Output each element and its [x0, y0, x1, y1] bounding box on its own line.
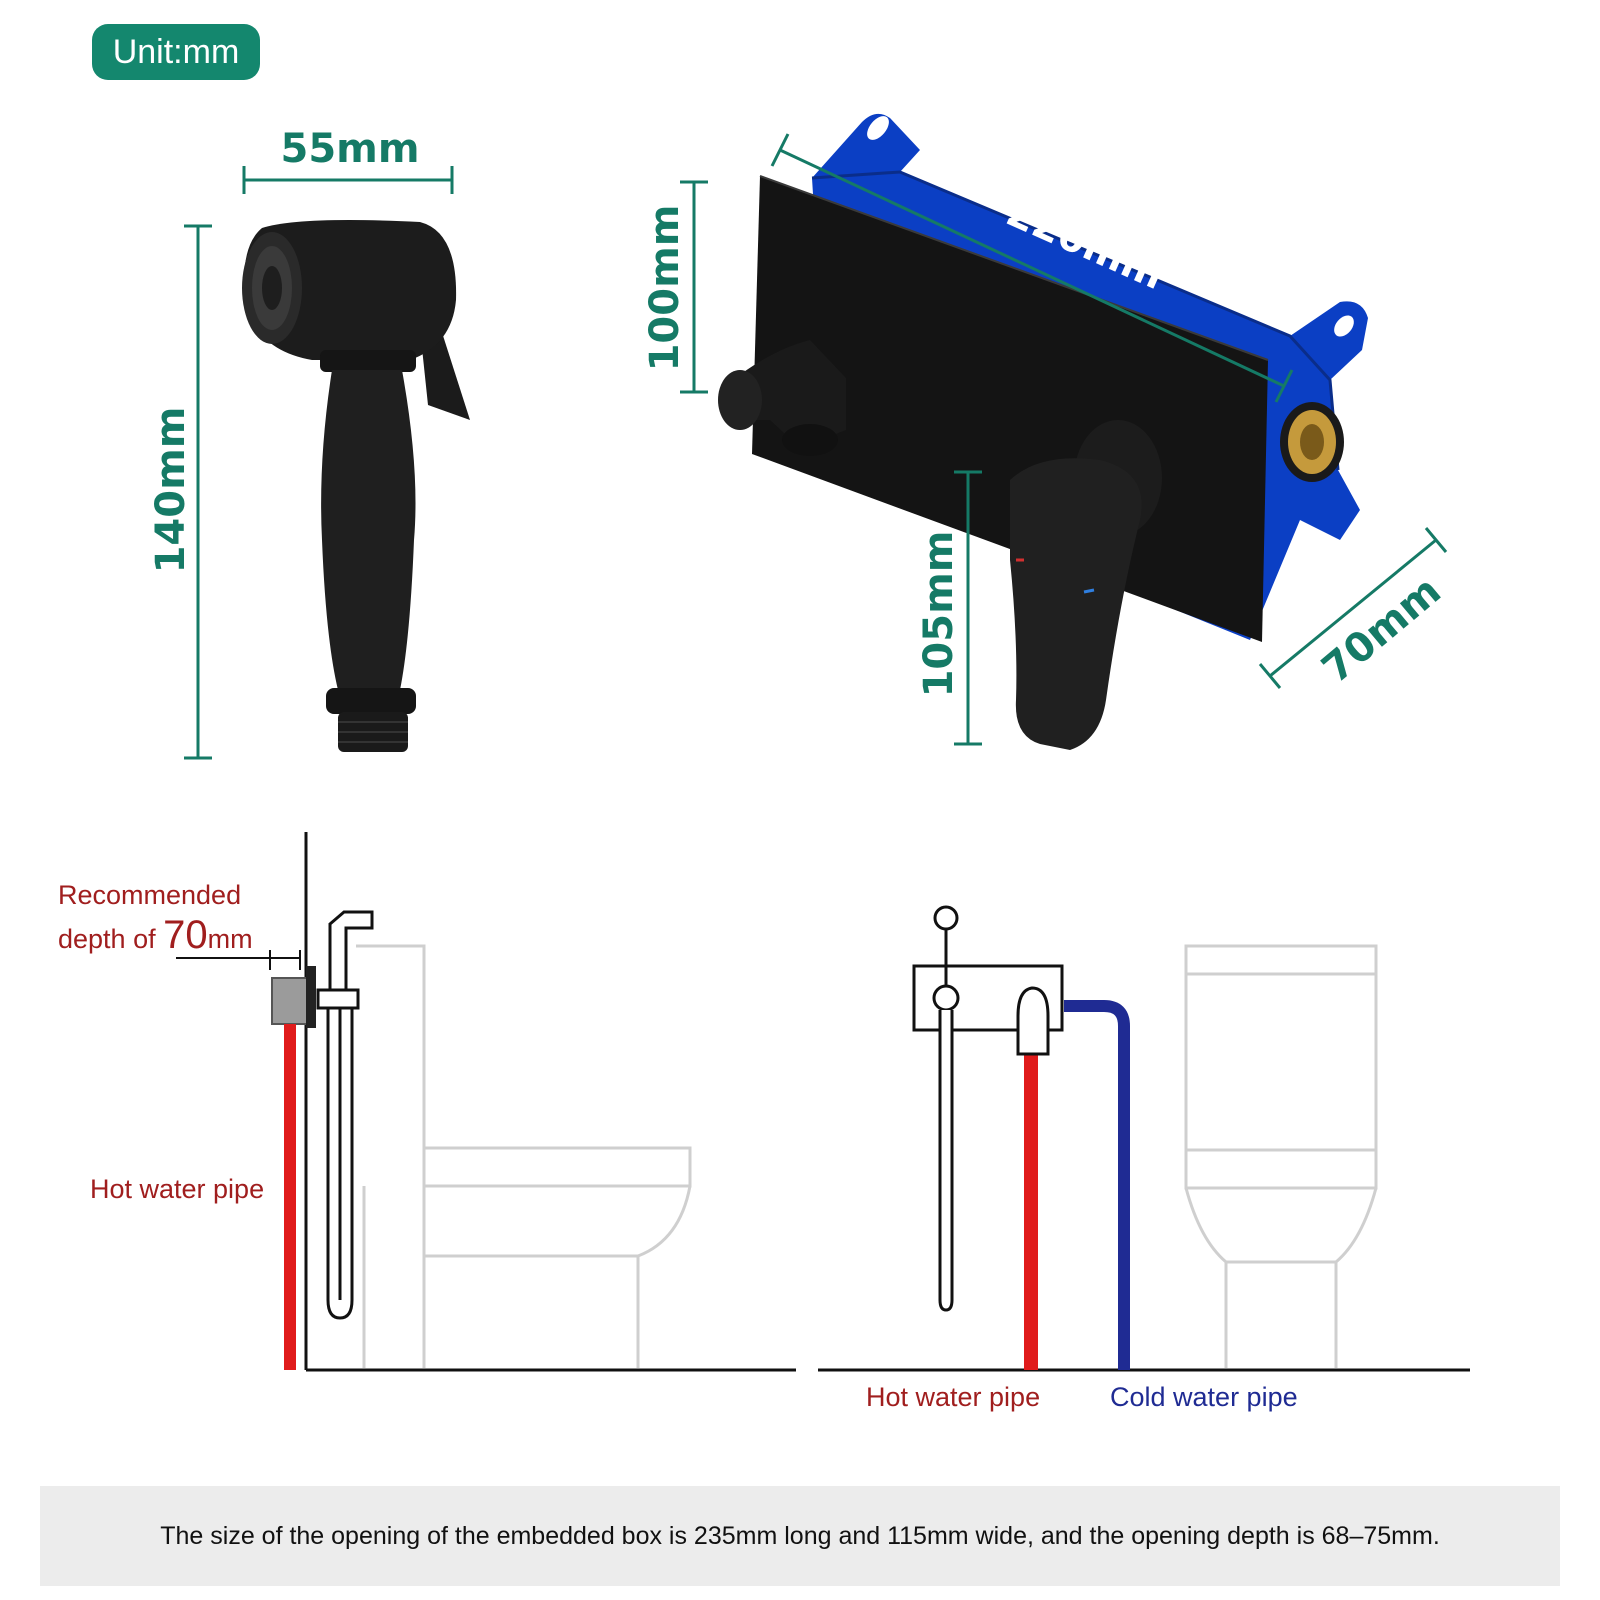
sprayer-width-dimension — [242, 166, 454, 194]
box-height-label: 100mm — [642, 205, 688, 372]
hot-water-pipe-label-left: Hot water pipe — [90, 1174, 264, 1204]
recommended-label: Recommended — [58, 880, 241, 910]
mixer-illustration — [718, 113, 1368, 750]
box-length-dimension — [770, 133, 1294, 403]
handle-height-dimension — [954, 470, 982, 746]
box-depth-dimension — [1258, 527, 1448, 689]
cold-water-pipe-label: Cold water pipe — [1110, 1382, 1298, 1412]
install-front-view — [818, 905, 1470, 1372]
sprayer-height-dimension — [184, 224, 212, 760]
recommended-depth-label: depth of 70mm — [58, 913, 253, 957]
handle-height-label: 105mm — [916, 531, 962, 698]
box-height-dimension — [680, 180, 708, 394]
footer-note: The size of the opening of the embedded … — [40, 1486, 1560, 1586]
sprayer-width-label: 55mm — [280, 126, 419, 172]
sprayer-illustration — [242, 220, 470, 752]
sprayer-height-label: 140mm — [148, 407, 194, 574]
install-side-view — [176, 832, 796, 1372]
hot-water-pipe-label-right: Hot water pipe — [866, 1382, 1040, 1412]
unit-badge: Unit:mm — [92, 24, 260, 80]
